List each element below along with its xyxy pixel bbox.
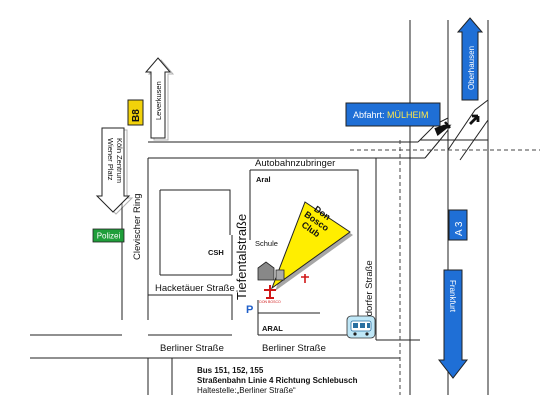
- oberhausen-label: Oberhausen: [467, 46, 476, 90]
- berliner-strasse-right-label: Berliner Straße: [262, 343, 326, 354]
- csh-label: CSH: [208, 248, 224, 257]
- abfahrt-sign: [345, 102, 441, 127]
- block-left-top: [160, 189, 231, 235]
- building-small: [275, 269, 285, 281]
- frankfurt-label: Frankfurt: [448, 280, 457, 313]
- polizei-label: Polizei: [97, 232, 121, 241]
- wiener-platz-arrow: Wiener Platz Köln Zentrum: [95, 127, 134, 215]
- a3-label: A 3: [454, 221, 465, 236]
- autobahnzubringer-label: Autobahnzubringer: [255, 158, 335, 169]
- b8-label: B8: [131, 109, 142, 122]
- bus-lines: Bus 151, 152, 155: [197, 366, 264, 375]
- aral-block: [257, 300, 320, 335]
- aral-bottom-label: ARAL: [262, 324, 283, 333]
- ramp-right: [447, 99, 489, 151]
- stop-name: Haltestelle:„Berliner Straße“: [197, 386, 296, 395]
- ramp-left: [424, 129, 449, 159]
- koln-zentrum-label: Köln Zentrum: [115, 138, 124, 183]
- don-bosco-pointer: Don Bosco Club: [270, 201, 353, 291]
- block-east: [250, 169, 359, 335]
- aral-top-label: Aral: [256, 175, 271, 184]
- hacketauer-strasse-label: Hacketäuer Straße: [155, 283, 235, 294]
- don-bosco-building: [257, 261, 275, 281]
- polizei-sign: [92, 228, 125, 243]
- don-bosco-logo-icon: DON BOSCO: [259, 285, 281, 304]
- leverkusen-label: Leverkusen: [154, 81, 163, 120]
- tiefentalstrasse-label: Tiefentalstraße: [234, 214, 249, 300]
- exit-arrow-right-icon: [469, 114, 480, 125]
- leverkusen-arrow: Leverkusen: [144, 57, 175, 141]
- a3-sign: [448, 209, 468, 241]
- abfahrt-city: MÜLHEIM: [387, 110, 429, 120]
- logo-caption: DON BOSCO: [259, 300, 281, 304]
- oberhausen-arrow: Oberhausen: [456, 17, 484, 101]
- abfahrt-label: Abfahrt: MÜLHEIM: [353, 110, 429, 120]
- schule-label: Schule: [255, 239, 278, 248]
- wiener-platz-label: Wiener Platz: [106, 138, 115, 181]
- transit-info: Bus 151, 152, 155 Straßenbahn Linie 4 Ri…: [197, 366, 357, 396]
- tram-line: Straßenbahn Linie 4 Richtung Schlebusch: [197, 376, 358, 385]
- bus-stop-icon: [346, 315, 376, 339]
- frankfurt-arrow: Frankfurt: [437, 269, 469, 379]
- road-hacketauer-south: [148, 294, 233, 320]
- clevischer-ring-label: Clevischer Ring: [132, 193, 143, 260]
- berliner-strasse-left-label: Berliner Straße: [160, 343, 224, 354]
- don-bosco-logo-small-icon: [301, 274, 309, 283]
- rixdorfer-strasse-label: Rixdorfer Straße: [364, 260, 375, 330]
- b8-sign: [127, 99, 144, 126]
- parking-label: P: [246, 304, 253, 316]
- exit-arrow-left-icon: [434, 121, 452, 137]
